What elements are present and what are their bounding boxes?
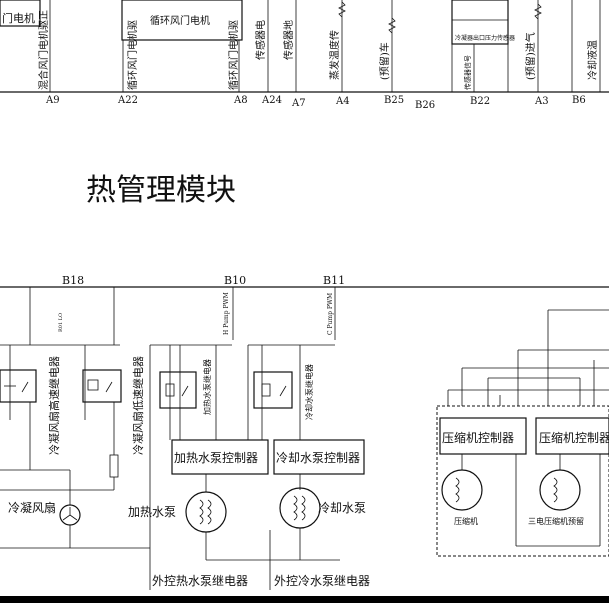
compressor-controller-box-1 xyxy=(439,417,527,455)
label-evap-temp: 蒸发温度传 xyxy=(328,30,341,80)
label-compressor-controller-2: 压缩机控制器 xyxy=(539,430,609,445)
label-cool-pump-relay: 冷却水泵继电器 xyxy=(304,364,314,420)
pin-b22: B22 xyxy=(470,96,490,107)
label-compressor-controller-1: 压缩机控制器 xyxy=(442,430,514,445)
label-fan-low-relay: 冷凝风扇低速继电器 xyxy=(131,356,145,455)
label-sensor-ground: 传感器地 xyxy=(282,20,295,60)
pin-b25: B25 xyxy=(384,95,404,106)
pin-b6: B6 xyxy=(572,95,586,106)
label-fan-high-relay: 冷凝风扇高速继电器 xyxy=(47,356,61,455)
pin-b18: B18 xyxy=(62,274,84,287)
bus-line: B18 B10 B11 xyxy=(0,274,609,288)
label-condenser-pressure: 冷凝器出口压力传感器 xyxy=(455,34,515,42)
label-cool-pump-controller: 冷却水泵控制器 xyxy=(276,451,360,465)
fan-relay-section: 冷凝风扇高速继电器 R01 LO 冷凝风扇低速继电器 冷凝风扇 xyxy=(0,287,150,549)
label-ext-cool-pump-relay: 外控冷水泵继电器 xyxy=(274,574,370,588)
pin-b26: B26 xyxy=(415,100,435,111)
label-mix-door-drive: 混合风门电机驱正 xyxy=(37,10,50,90)
pin-a9: A9 xyxy=(45,95,60,106)
relay-box-cool-pump xyxy=(253,371,293,409)
compressor-controller-box-2 xyxy=(535,417,609,455)
pin-a24: A24 xyxy=(261,95,282,106)
heat-pump-icon xyxy=(185,491,227,533)
label-cool-pump: 冷却水泵 xyxy=(318,501,366,515)
label-cool-pump-pwm: C Pump PWM xyxy=(327,293,334,335)
label-door-motor: 门电机 xyxy=(2,11,35,25)
label-recirc-drive-a: 循环风门电机驱 xyxy=(126,20,139,90)
label-compressor-2: 三电压缩机预留 xyxy=(528,516,584,526)
label-condenser-fan: 冷凝风扇 xyxy=(8,500,56,515)
compressor-motor-icon-2 xyxy=(539,469,581,511)
cool-pump-controller-box xyxy=(273,439,365,475)
label-ext-heat-pump-relay: 外控热水泵继电器 xyxy=(152,574,248,588)
top-connector-strip: 门电机 混合风门电机驱正 循环风门电机 循环风门电机驱 循环风门电机驱 传感器电… xyxy=(0,0,609,111)
compressor-section: 压缩机控制器 压缩机控制器 压缩机 三电压缩机预留 xyxy=(436,309,609,557)
cool-pump-icon xyxy=(279,487,321,529)
compressor-dashed-enclosure xyxy=(436,405,609,557)
label-heat-pump-controller: 加热水泵控制器 xyxy=(174,451,258,465)
label-sensor-signal: 传感器信号 xyxy=(463,55,472,90)
label-compressor-1: 压缩机 xyxy=(454,516,478,526)
pin-b11: B11 xyxy=(323,274,345,287)
pin-b10: B10 xyxy=(224,274,246,287)
label-sensor-power: 传感器电 xyxy=(254,20,267,60)
compressor-motor-icon-1 xyxy=(441,469,483,511)
label-heat-pump-pwm: H Pump PWM xyxy=(223,292,230,335)
condenser-fan-icon xyxy=(59,504,81,526)
relay-box-heat-pump xyxy=(159,371,197,409)
label-coolant-temp: 冷却液温 xyxy=(586,40,599,80)
heat-pump-controller-box xyxy=(171,439,269,475)
label-recirc-drive-b: 循环风门电机驱 xyxy=(227,20,240,90)
pin-a22: A22 xyxy=(117,95,138,106)
pin-a7: A7 xyxy=(291,98,306,109)
label-recirc-motor: 循环风门电机 xyxy=(150,14,210,27)
relay-box-fan-low xyxy=(82,369,122,403)
pin-a3: A3 xyxy=(534,96,549,107)
relay-box-fan-high xyxy=(0,369,37,403)
pin-a8: A8 xyxy=(233,95,248,106)
bottom-edge-band xyxy=(0,596,609,603)
label-fan-high-relay-sub: R01 LO xyxy=(58,313,64,332)
pin-a4: A4 xyxy=(335,96,350,107)
pump-relay-section: H Pump PWM C Pump PWM 加热水泵继电器 冷却水泵继电器 加热… xyxy=(128,287,370,590)
label-reserved-car: (预留)车 xyxy=(378,42,391,80)
label-heat-pump: 加热水泵 xyxy=(128,505,176,519)
label-heat-pump-relay: 加热水泵继电器 xyxy=(202,359,212,415)
label-reserved-intake: (预留)进气 xyxy=(524,32,537,80)
module-title: 热管理模块 xyxy=(86,173,236,208)
